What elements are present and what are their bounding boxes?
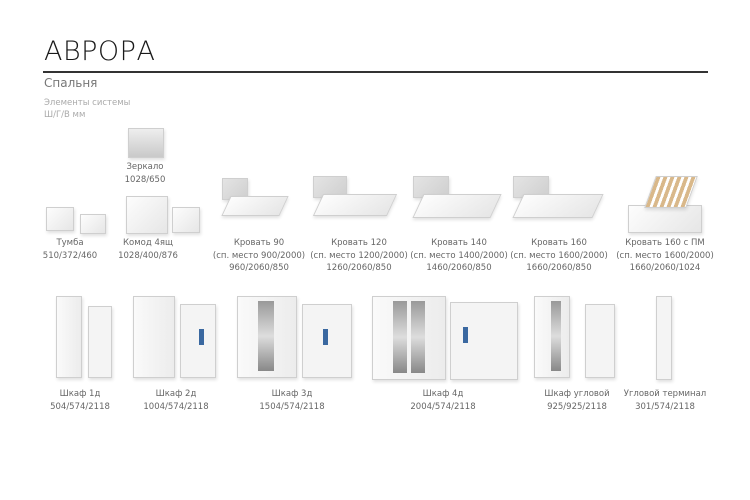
product-dims: 1028/650	[124, 174, 166, 185]
product-wardrobe-2d: Шкаф 2д 1004/574/2118	[143, 388, 208, 413]
product-dims: 1004/574/2118	[143, 401, 209, 412]
product-dims: 2004/574/2118	[410, 401, 476, 412]
product-dims: 1660/2060/850	[526, 263, 592, 273]
dresser-open-image	[172, 207, 200, 233]
nightstand-image	[46, 207, 74, 231]
product-name: Тумба	[56, 238, 84, 248]
product-bed-160-lift: Кровать 160 с ПМ (сп. место 1600/2000) 1…	[616, 237, 714, 275]
wardrobe-4d-open-image	[450, 302, 518, 380]
page-title: АВРОРА	[44, 36, 156, 67]
product-name: Угловой терминал	[623, 389, 707, 399]
product-name: Зеркало	[126, 162, 164, 172]
product-dims: 504/574/2118	[50, 401, 110, 412]
product-dims: 1504/574/2118	[259, 401, 325, 412]
wardrobe-2d-image	[133, 296, 175, 378]
product-name: Шкаф 3д	[271, 389, 313, 399]
product-dims: 301/574/2118	[635, 401, 695, 412]
product-bed-90: Кровать 90 (сп. место 900/2000) 960/2060…	[213, 237, 305, 275]
wardrobe-1d-image	[56, 296, 82, 378]
product-dims: 1028/400/876	[118, 250, 178, 261]
corner-wardrobe-open-image	[585, 304, 615, 378]
product-dims: 510/372/460	[42, 250, 98, 261]
product-wardrobe-1d: Шкаф 1д 504/574/2118	[50, 388, 110, 413]
title-divider	[43, 71, 708, 73]
product-sleep: (сп. место 1400/2000)	[410, 250, 508, 261]
product-name: Комод 4ящ	[123, 238, 173, 248]
bed-90-frame	[221, 196, 289, 216]
product-dims: 1260/2060/850	[326, 263, 392, 273]
product-name: Шкаф 4д	[422, 389, 464, 399]
product-bed-120: Кровать 120 (сп. место 1200/2000) 1260/2…	[310, 237, 408, 275]
product-name: Шкаф 2д	[155, 389, 197, 399]
product-sleep: (сп. место 1600/2000)	[510, 250, 608, 261]
system-note: Элементы системы	[44, 98, 131, 108]
dims-note: Ш/Г/В мм	[44, 110, 86, 120]
product-dresser: Комод 4ящ 1028/400/876	[118, 237, 178, 262]
wardrobe-1d-open-image	[88, 306, 112, 378]
wardrobe-3d-open-image	[302, 304, 352, 378]
dresser-image	[126, 196, 168, 234]
product-wardrobe-3d: Шкаф 3д 1504/574/2118	[259, 388, 324, 413]
product-nightstand: Тумба 510/372/460	[43, 237, 97, 262]
wardrobe-4d-image	[372, 296, 446, 380]
product-bed-140: Кровать 140 (сп. место 1400/2000) 1460/2…	[410, 237, 508, 275]
product-name: Кровать 140	[431, 238, 487, 248]
product-sleep: (сп. место 900/2000)	[212, 250, 306, 261]
bed-140-frame	[412, 194, 502, 218]
bed-lift-base	[644, 176, 698, 208]
corner-wardrobe-image	[534, 296, 570, 378]
product-dims: 1460/2060/850	[426, 263, 492, 273]
product-dims: 960/2060/850	[229, 263, 289, 273]
product-wardrobe-4d: Шкаф 4д 2004/574/2118	[410, 388, 475, 413]
product-sleep: (сп. место 1200/2000)	[310, 250, 408, 261]
bed-160-lift-image	[628, 205, 702, 233]
wardrobe-2d-open-image	[180, 304, 216, 378]
nightstand-open-image	[80, 214, 106, 234]
product-name: Кровать 160 с ПМ	[625, 238, 705, 248]
product-sleep: (сп. место 1600/2000)	[616, 250, 714, 261]
product-bed-160: Кровать 160 (сп. место 1600/2000) 1660/2…	[510, 237, 608, 275]
product-corner-wardrobe: Шкаф угловой 925/925/2118	[544, 388, 609, 413]
wardrobe-3d-image	[237, 296, 297, 378]
mirror-image	[128, 128, 164, 158]
product-name: Шкаф 1д	[59, 389, 101, 399]
product-name: Кровать 90	[233, 238, 285, 248]
product-name: Кровать 160	[531, 238, 587, 248]
product-dims: 1660/2060/1024	[629, 263, 701, 273]
page-subtitle: Спальня	[44, 76, 98, 90]
corner-terminal-image	[656, 296, 672, 380]
bed-160-frame	[512, 194, 604, 218]
product-corner-terminal: Угловой терминал 301/574/2118	[624, 388, 706, 413]
product-name: Шкаф угловой	[544, 389, 610, 399]
bed-120-frame	[312, 194, 398, 216]
product-dims: 925/925/2118	[547, 401, 607, 412]
product-mirror: Зеркало 1028/650	[125, 161, 166, 186]
product-name: Кровать 120	[331, 238, 387, 248]
